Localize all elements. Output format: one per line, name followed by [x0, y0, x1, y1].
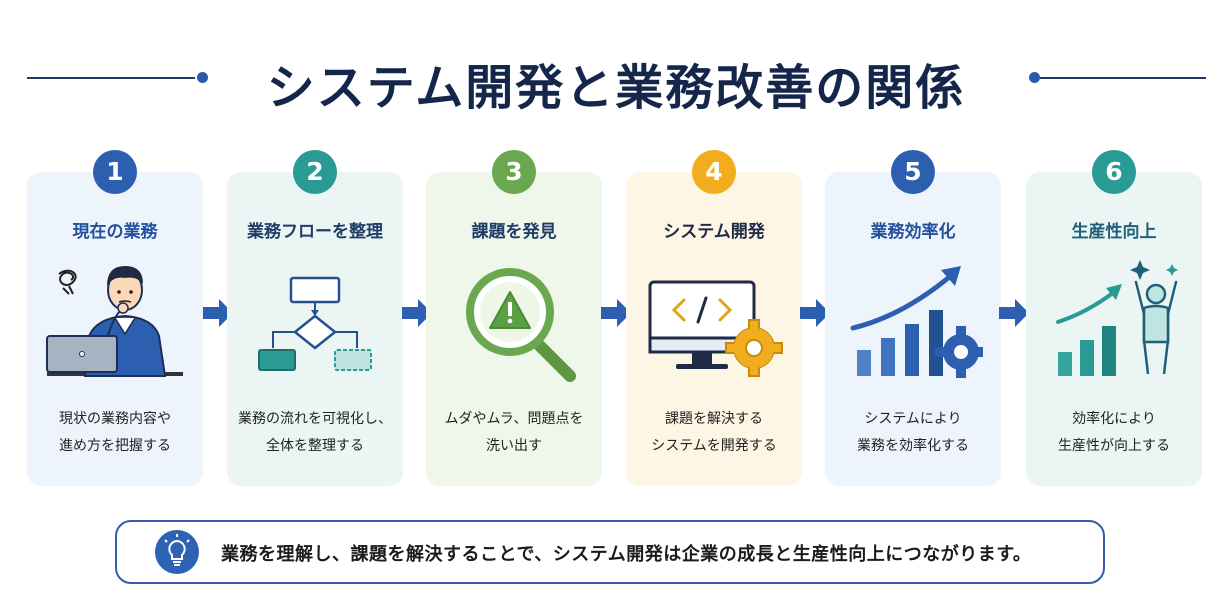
title-dot-right: [1029, 72, 1040, 83]
step-number-badge: 2: [293, 150, 337, 194]
productivity-person-icon: [1044, 256, 1184, 386]
step-title: 業務フローを整理: [247, 222, 383, 242]
right-arrow-icon: [203, 299, 233, 327]
step-desc-line: 業務を効率化する: [857, 438, 969, 454]
step-number-badge: 3: [492, 150, 536, 194]
right-arrow-icon: [999, 299, 1029, 327]
monitor-code-gear-icon: [644, 256, 784, 386]
title-divider-right: [1040, 77, 1206, 79]
step-desc-line: システムを開発する: [651, 438, 777, 454]
thinking-person-icon: [45, 256, 185, 386]
step-card-2: 業務フローを整理 業務の流れを可視化し、 全体を整理する: [227, 172, 403, 486]
title-row: システム開発と業務改善の関係: [0, 40, 1232, 116]
flowchart-icon: [245, 256, 385, 386]
summary-box: 業務を理解し、課題を解決することで、システム開発は企業の成長と生産性向上につなが…: [115, 520, 1105, 584]
step-title: システム開発: [663, 222, 765, 242]
step-number-badge: 5: [891, 150, 935, 194]
page-title: システム開発と業務改善の関係: [266, 60, 966, 116]
step-desc-line: 効率化により: [1072, 411, 1156, 427]
step-desc-line: 全体を整理する: [266, 438, 364, 454]
right-arrow-icon: [800, 299, 830, 327]
step-card-1: 現在の業務 現状の業務内容や 進め方を把握する: [27, 172, 203, 486]
step-card-5: 業務効率化 システムにより 業務を効率化する: [825, 172, 1001, 486]
step-title: 課題を発見: [471, 222, 557, 242]
step-desc-line: 現状の業務内容や: [59, 411, 171, 427]
step-desc-line: 生産性が向上する: [1058, 438, 1170, 454]
magnifier-warning-icon: [444, 256, 584, 386]
step-card-4: システム開発 課題を解決する システムを開: [626, 172, 802, 486]
step-card-3: 課題を発見 ムダやムラ、問題点を 洗い出す: [426, 172, 602, 486]
step-number-badge: 6: [1092, 150, 1136, 194]
step-title: 生産性向上: [1071, 222, 1157, 242]
step-desc-line: 進め方を把握する: [59, 438, 171, 454]
lightbulb-icon: [155, 530, 199, 574]
title-divider-left: [27, 77, 195, 79]
step-desc-line: 課題を解決する: [665, 411, 763, 427]
step-description: 課題を解決する システムを開発する: [626, 406, 802, 460]
title-dot-left: [197, 72, 208, 83]
growth-chart-gear-icon: [843, 256, 987, 386]
right-arrow-icon: [402, 299, 432, 327]
right-arrow-icon: [601, 299, 631, 327]
step-title: 業務効率化: [870, 222, 956, 242]
step-title: 現在の業務: [72, 222, 158, 242]
step-description: 業務の流れを可視化し、 全体を整理する: [227, 406, 403, 460]
step-description: 効率化により 生産性が向上する: [1026, 406, 1202, 460]
step-desc-line: 業務の流れを可視化し、: [238, 411, 392, 427]
step-description: 現状の業務内容や 進め方を把握する: [27, 406, 203, 460]
step-description: システムにより 業務を効率化する: [825, 406, 1001, 460]
step-number-badge: 4: [692, 150, 736, 194]
step-description: ムダやムラ、問題点を 洗い出す: [426, 406, 602, 460]
step-desc-line: システムにより: [864, 411, 962, 427]
step-number-badge: 1: [93, 150, 137, 194]
step-card-6: 生産性向上 効率化により 生産性が向上する: [1026, 172, 1202, 486]
summary-text: 業務を理解し、課題を解決することで、システム開発は企業の成長と生産性向上につなが…: [221, 544, 1032, 565]
step-desc-line: 洗い出す: [486, 438, 542, 454]
step-desc-line: ムダやムラ、問題点を: [444, 411, 584, 427]
